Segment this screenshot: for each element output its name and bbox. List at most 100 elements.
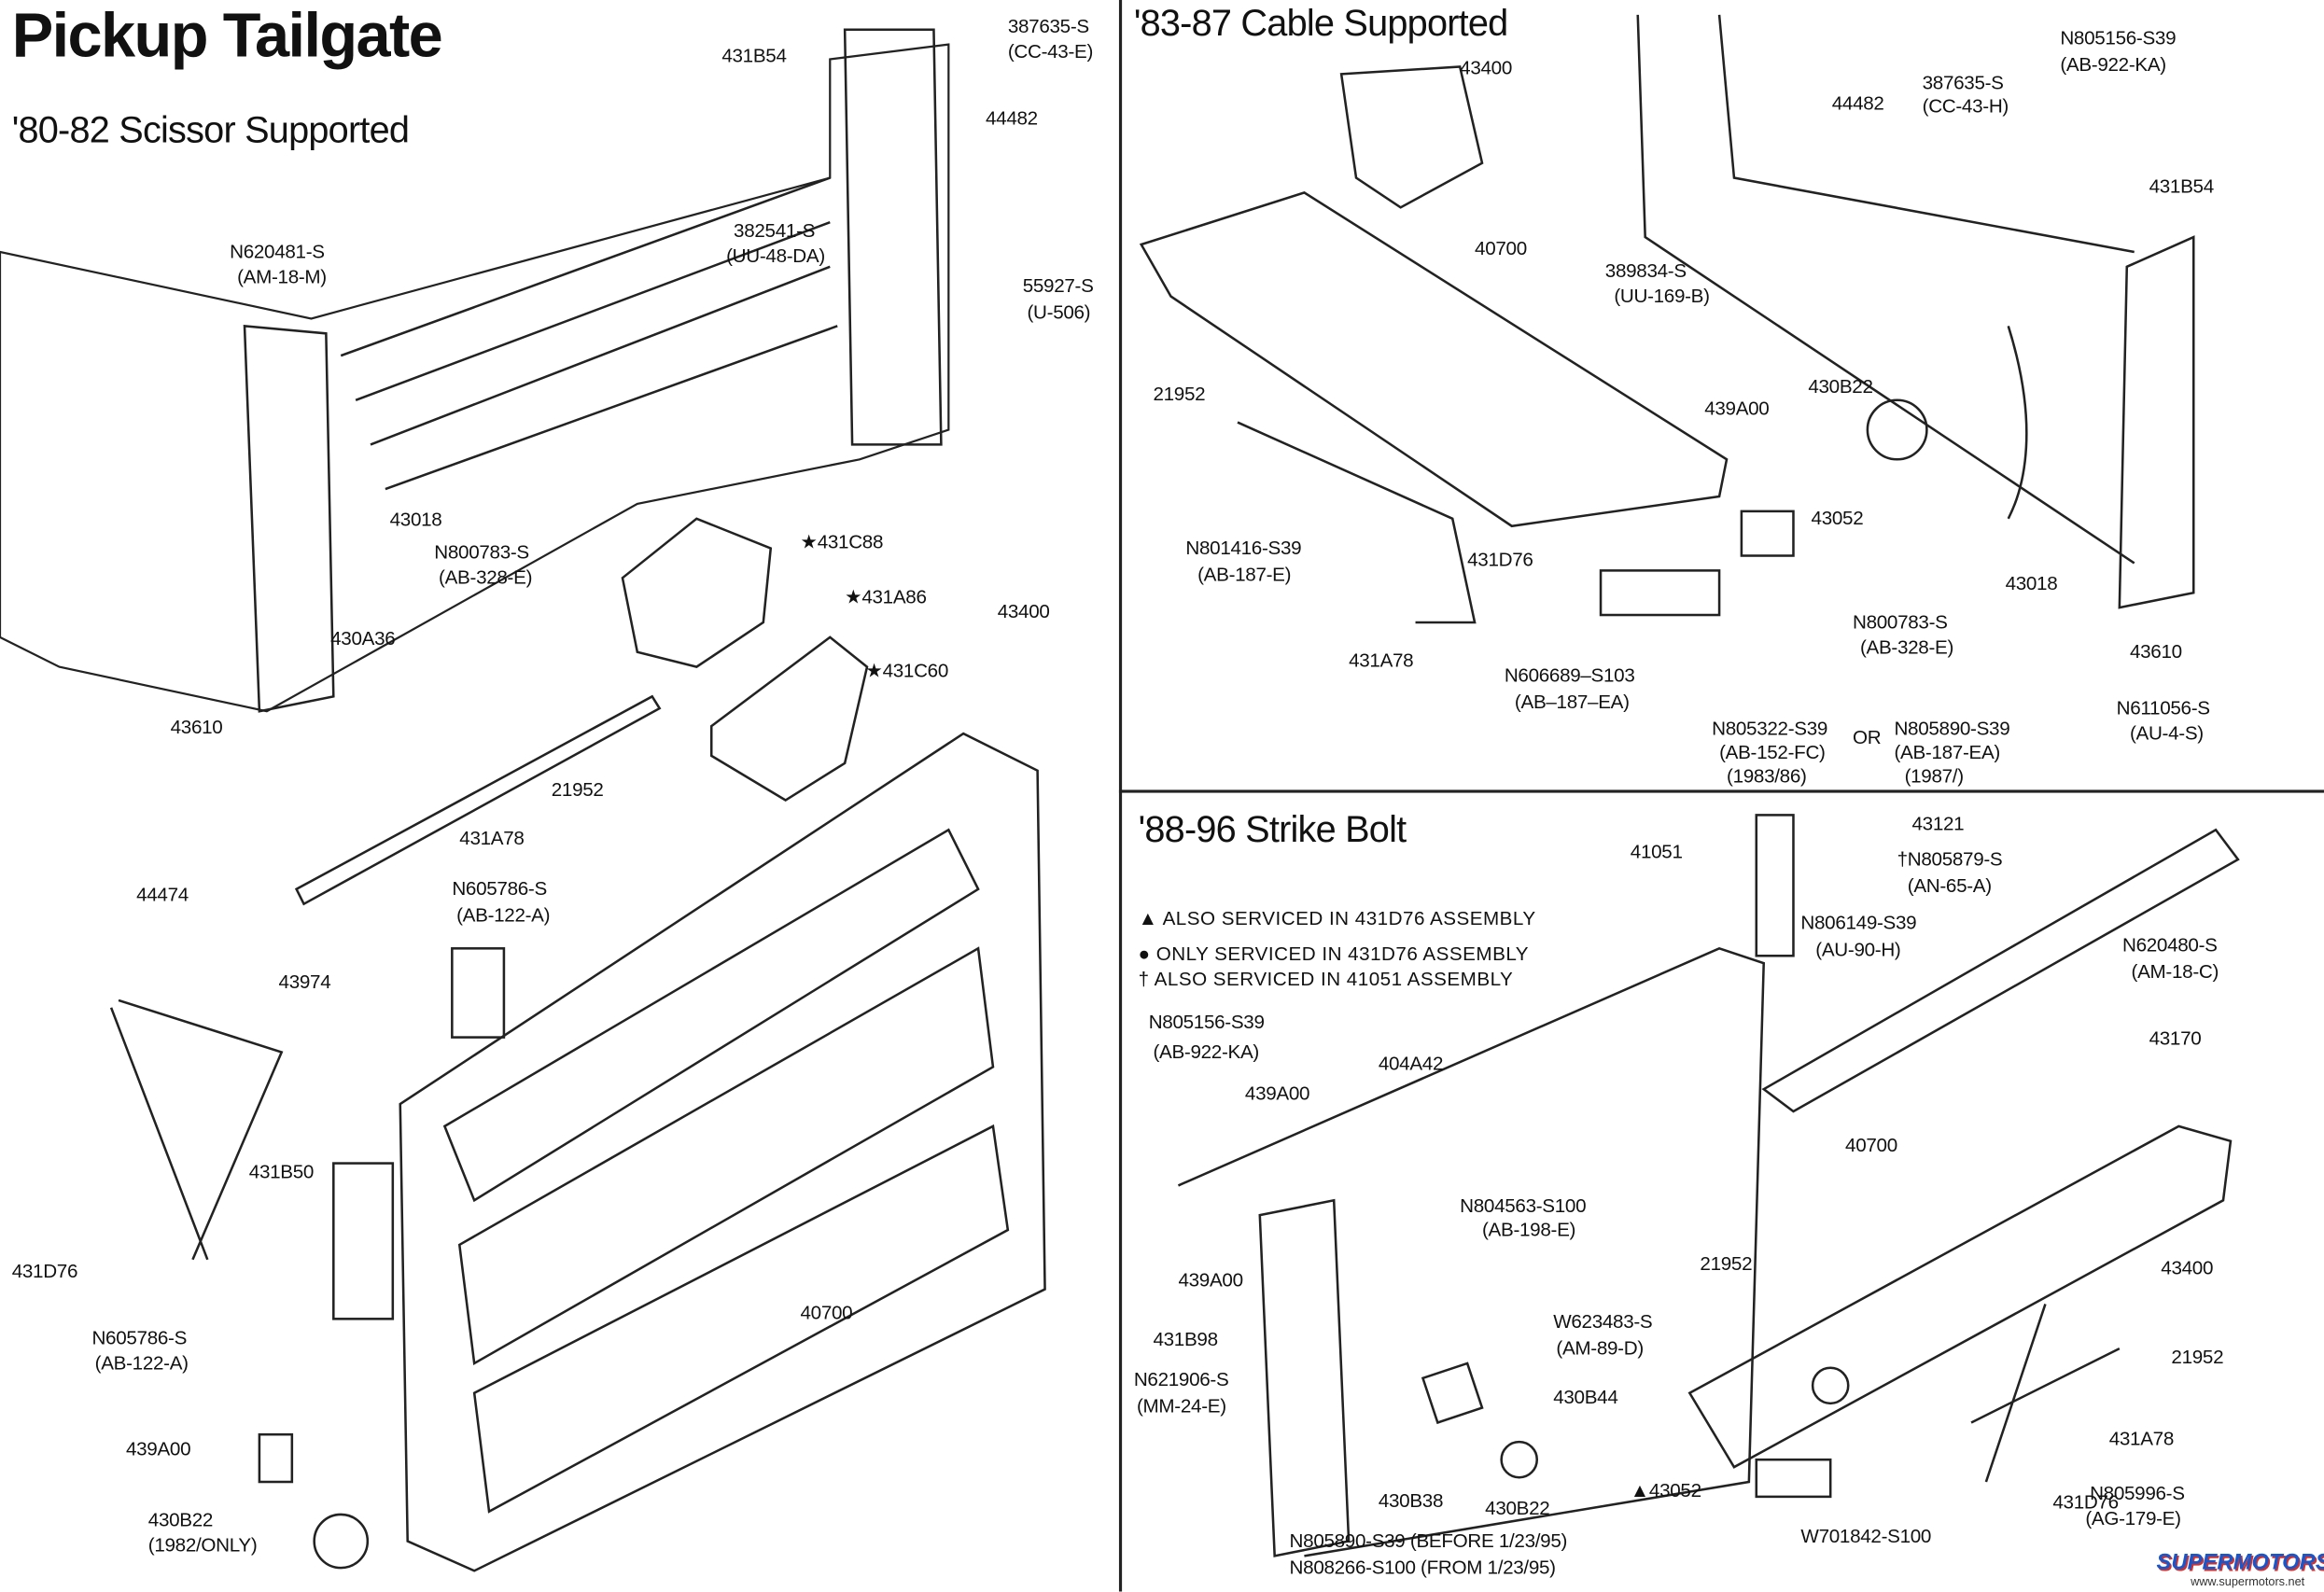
part-callout-label: (CC-43-E)	[1007, 39, 1094, 63]
part-callout-label: N805890-S39	[1894, 717, 2010, 740]
part-callout-label: 431B54	[2149, 175, 2215, 198]
part-callout-label: 43400	[1460, 56, 1513, 79]
part-callout-label: 21952	[1700, 1251, 1753, 1275]
part-callout-label: (AB-122-A)	[94, 1351, 189, 1375]
part-callout-label: (AB-122-A)	[456, 903, 551, 927]
part-callout-label: (AU-4-S)	[2129, 721, 2204, 745]
part-callout-label: 387635-S	[1007, 14, 1089, 37]
part-callout-label: 430B22	[1808, 374, 1873, 398]
part-callout-label: N605786-S	[91, 1326, 188, 1349]
legend-line: ▲ ALSO SERVICED IN 431D76 ASSEMBLY	[1138, 906, 1536, 929]
part-callout-label: 389834-S	[1604, 258, 1687, 282]
part-callout-label: 430B22	[147, 1508, 214, 1531]
part-callout-label: 430A36	[330, 626, 396, 649]
part-callout-label: 21952	[1153, 382, 1206, 405]
part-callout-label: N805156-S39	[1148, 1011, 1265, 1033]
part-callout-label: 431B50	[248, 1160, 315, 1183]
part-callout-label: 404A42	[1378, 1052, 1444, 1075]
page-title: Pickup Tailgate	[11, 0, 443, 70]
part-callout-label: (MM-24-E)	[1136, 1394, 1226, 1417]
part-callout-label: †N805879-S	[1897, 847, 2003, 871]
part-callout-label: 21952	[2171, 1345, 2224, 1368]
strike-bolt-drawing	[1177, 814, 2240, 1557]
part-callout-label: 43052	[1811, 507, 1864, 529]
part-callout-label: 431D76	[1467, 548, 1533, 571]
part-callout-label: 431B98	[1153, 1327, 1218, 1350]
part-callout-label: N606689–S103	[1504, 663, 1635, 687]
part-callout-label: (AB-922-KA)	[1153, 1040, 1260, 1063]
part-callout-label: (AG-179-E)	[2085, 1506, 2181, 1529]
supermotors-logo: SUPERMOTORS	[2156, 1550, 2324, 1576]
part-callout-label: 431D76	[11, 1259, 78, 1282]
part-callout-label: 43018	[2005, 571, 2058, 594]
part-callout-label: 43610	[170, 716, 223, 738]
part-callout-label: N621906-S	[1133, 1367, 1229, 1390]
part-callout-label: 43121	[1911, 812, 1965, 835]
part-callout-label: W623483-S	[1553, 1309, 1653, 1333]
part-callout-label: 43610	[2129, 640, 2182, 663]
part-callout-label: 430B22	[1485, 1496, 1550, 1519]
part-callout-label: N806149-S39	[1800, 911, 1917, 934]
part-callout-label: N805890-S39 (BEFORE 1/23/95)	[1289, 1529, 1568, 1552]
section-divider-vertical	[1118, 0, 1122, 1592]
part-callout-label: (AM-89-D)	[1556, 1336, 1644, 1360]
part-callout-label: N805156-S39	[2060, 26, 2177, 49]
part-callout-label: 430B38	[1378, 1488, 1444, 1512]
truck-bed-drawing	[0, 28, 950, 713]
part-callout-label: 40700	[1845, 1133, 1897, 1156]
part-callout-label: (AB-328-E)	[439, 566, 533, 589]
latch-and-link-parts	[109, 517, 869, 1570]
part-callout-label: 439A00	[1244, 1082, 1310, 1105]
section-heading-cable: '83-87 Cable Supported	[1133, 3, 1508, 45]
part-callout-label: 431A78	[2108, 1427, 2175, 1450]
part-callout-label: N620481-S	[230, 240, 325, 263]
part-callout-label: 430B44	[1553, 1385, 1618, 1408]
legend-line: † ALSO SERVICED IN 41051 ASSEMBLY	[1138, 967, 1514, 990]
part-callout-label: (1987/)	[1904, 764, 1965, 788]
part-callout-label: 387635-S	[1922, 71, 2004, 94]
part-callout-label: N804563-S100	[1460, 1194, 1587, 1217]
part-callout-label: 431D76	[2052, 1490, 2119, 1514]
part-callout-label: N805322-S39	[1712, 717, 1828, 740]
part-callout-label: (AB–187–EA)	[1514, 691, 1630, 713]
part-callout-label: 21952	[551, 777, 604, 801]
part-callout-label: (AB-152-FC)	[1719, 741, 1826, 763]
part-callout-label: N805996-S	[2090, 1482, 2185, 1504]
part-callout-label: (AN-65-A)	[1907, 873, 1992, 897]
part-callout-label: 382541-S	[734, 219, 816, 242]
part-callout-label: 43170	[2149, 1026, 2202, 1050]
part-callout-label: 40700	[1475, 237, 1527, 259]
section-heading-scissor: '80-82 Scissor Supported	[11, 109, 410, 151]
watermark-url: www.supermotors.net	[2191, 1575, 2305, 1589]
part-callout-label: (AB-198-E)	[1482, 1218, 1576, 1241]
part-callout-label: N800783-S	[434, 540, 529, 564]
part-callout-label: ★431A86	[845, 585, 927, 608]
part-callout-label: (AU-90-H)	[1815, 938, 1901, 961]
part-callout-label: 431A78	[1349, 649, 1414, 672]
part-callout-label: (U-506)	[1027, 300, 1091, 324]
part-callout-label: (CC-43-H)	[1922, 94, 2009, 118]
part-callout-label: N620480-S	[2122, 933, 2218, 957]
part-callout-label: 431A78	[459, 827, 525, 849]
part-callout-label: (UU-169-B)	[1614, 284, 1710, 307]
part-callout-label: 43974	[278, 971, 331, 993]
part-callout-label: N808266-S100 (FROM 1/23/95)	[1289, 1556, 1557, 1579]
section-divider-horizontal	[1118, 789, 2324, 792]
part-callout-label: 43400	[2161, 1256, 2214, 1279]
tailgate-40700-drawing	[399, 732, 1046, 1572]
part-callout-label: (AM-18-M)	[237, 265, 327, 288]
part-callout-label: OR	[1853, 726, 1882, 748]
part-callout-label: 439A00	[1704, 397, 1770, 420]
part-callout-label: (UU-48-DA)	[726, 244, 825, 267]
part-callout-label: ★431C60	[865, 659, 948, 682]
part-callout-label: (AB-328-E)	[1859, 635, 1954, 659]
cable-supported-drawing	[1139, 14, 2195, 624]
part-callout-label: 41051	[1630, 840, 1683, 863]
part-callout-label: 40700	[800, 1301, 853, 1324]
part-callout-label: (AB-187-EA)	[1894, 741, 2001, 763]
part-callout-label: 55927-S	[1022, 273, 1094, 297]
part-callout-label: ★431C88	[800, 530, 884, 553]
part-callout-label: 44474	[136, 883, 189, 906]
